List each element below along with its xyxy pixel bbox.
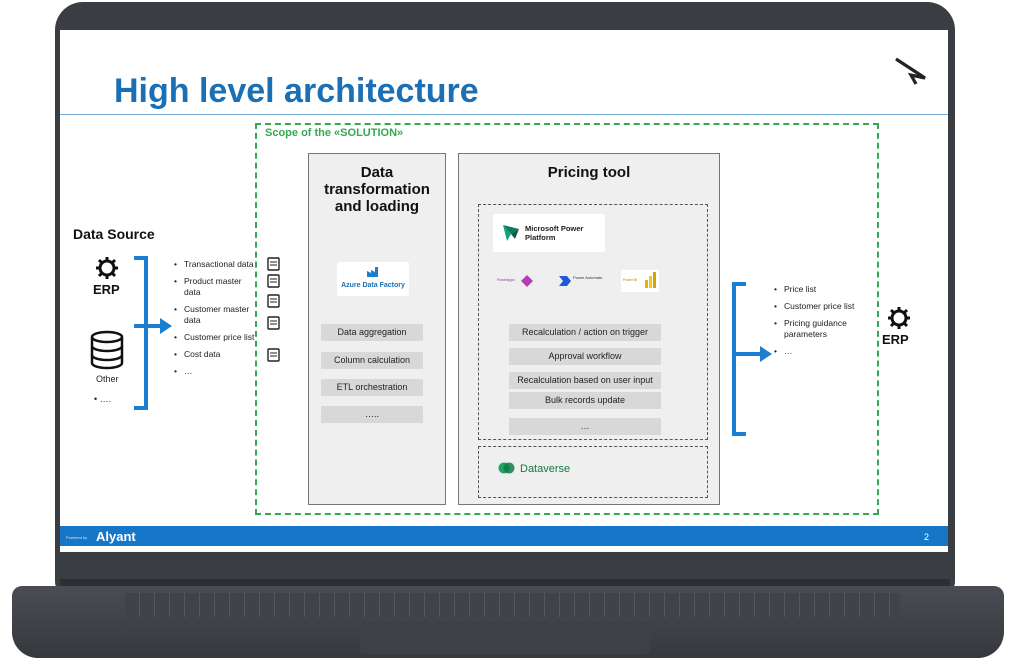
pricing-tool-column: Pricing tool Microsoft Power Platform Po… [458, 153, 720, 505]
power-bi-label: Power BI [623, 278, 638, 282]
azure-data-factory-logo: Azure Data Factory [337, 262, 409, 296]
document-icon [267, 348, 280, 362]
source-erp-label: ERP [93, 282, 120, 297]
slide-footer [60, 526, 948, 546]
power-platform-box [478, 204, 708, 440]
chevron-logo-icon [895, 57, 926, 85]
list-item: Pricing guidance parameters [774, 318, 864, 340]
pricing-step: Recalculation based on user input [509, 372, 661, 389]
output-bracket [732, 282, 746, 436]
output-data-list: Price list Customer price list Pricing g… [774, 284, 864, 363]
dataverse-icon [498, 462, 515, 474]
list-item: Cost data [174, 349, 260, 360]
powerapps-logo: PowerApps [497, 272, 537, 292]
power-bi-icon [645, 272, 656, 288]
powerapps-icon [521, 275, 533, 287]
data-transformation-column: Data transformation and loading Azure Da… [308, 153, 446, 505]
source-bracket [134, 256, 148, 410]
data-source-title: Data Source [73, 226, 155, 242]
power-platform-logo: Microsoft Power Platform [493, 214, 605, 252]
pricing-step: Recalculation / action on trigger [509, 324, 661, 341]
powerapps-label: PowerApps [497, 278, 515, 282]
document-icon [267, 316, 280, 330]
dtl-step: Data aggregation [321, 324, 423, 341]
arrow-right-icon [736, 346, 772, 362]
output-erp-label: ERP [882, 332, 909, 347]
source-data-list: Transactional data Product master data C… [174, 259, 260, 383]
document-icon [267, 274, 280, 288]
footer-powered-by: Powered by [66, 535, 88, 540]
slide: High level architecture Data Source ERP … [60, 30, 948, 552]
pricing-step: Approval workflow [509, 348, 661, 365]
dtl-step: ETL orchestration [321, 379, 423, 396]
pricing-step: … [509, 418, 661, 435]
dataverse-label: Dataverse [520, 463, 571, 475]
list-item: … [774, 346, 864, 357]
power-automate-label: Power Automate [573, 275, 603, 280]
title-divider [60, 114, 948, 115]
list-item: Product master data [174, 276, 260, 298]
scope-label: Scope of the «SOLUTION» [265, 127, 404, 139]
pricing-step: Bulk records update [509, 392, 661, 409]
document-icon [267, 294, 280, 308]
gear-icon [888, 307, 910, 329]
arrow-right-icon [134, 318, 172, 334]
dtl-step: Column calculation [321, 352, 423, 369]
source-more: • …. [94, 394, 112, 404]
power-automate-logo: Power Automate [559, 272, 603, 294]
dataverse-box [478, 446, 708, 498]
list-item: Customer price list [174, 332, 260, 343]
page-number: 2 [924, 532, 930, 542]
list-item: … [174, 366, 260, 377]
dtl-title: Data transformation and loading [324, 164, 430, 215]
list-item: Transactional data [174, 259, 260, 270]
factory-icon [367, 267, 378, 277]
laptop-trackpad [360, 622, 650, 654]
laptop-keyboard [125, 593, 900, 617]
list-item: Customer master data [174, 304, 260, 326]
power-bi-logo: Power BI [621, 270, 659, 292]
pricing-title: Pricing tool [547, 164, 631, 181]
source-other-label: Other [96, 374, 119, 384]
footer-brand: Alyant [96, 529, 136, 544]
power-platform-label: Microsoft Power Platform [525, 224, 584, 242]
slide-title: High level architecture [114, 72, 479, 110]
solution-scope-box [255, 123, 879, 515]
power-platform-icon [503, 225, 519, 241]
dtl-step: ….. [321, 406, 423, 423]
gear-icon [96, 257, 118, 279]
list-item: Price list [774, 284, 864, 295]
database-icon [90, 330, 124, 370]
document-icon [267, 257, 280, 271]
list-item: Customer price list [774, 301, 864, 312]
adf-label: Azure Data Factory [341, 282, 405, 289]
power-automate-icon [559, 276, 571, 286]
